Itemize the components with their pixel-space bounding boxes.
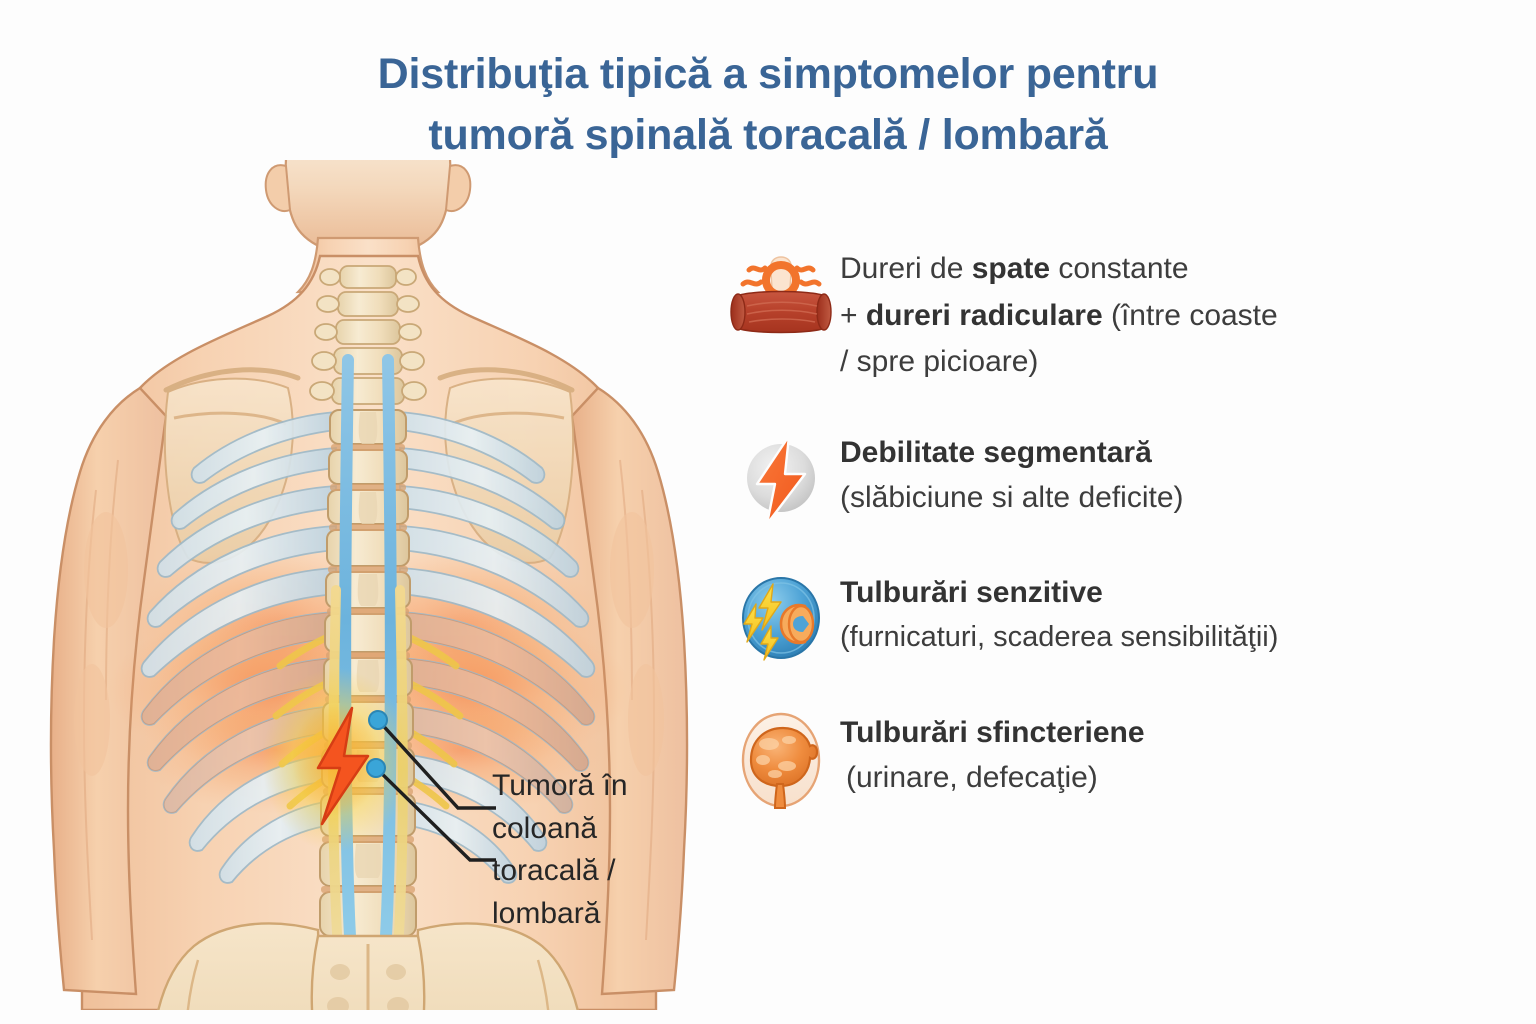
tumor-lightning-bolt bbox=[316, 706, 370, 826]
callout-line-3: toracală / bbox=[492, 854, 616, 888]
tumor-callout-label: Tumoră în coloană toracală / lombară bbox=[492, 765, 722, 935]
symptom-text-segmental-weakness: Debilitate segmentară (slăbiciune si alt… bbox=[840, 422, 1512, 521]
tumor-marker-dot-lower bbox=[366, 758, 386, 778]
bladder-icon bbox=[722, 702, 840, 812]
rib-cage bbox=[140, 411, 596, 884]
symptom-item-segmental-weakness: Debilitate segmentară (slăbiciune si alt… bbox=[722, 422, 1512, 532]
sensory-disturbance-icon bbox=[722, 562, 840, 672]
callout-line-4: lombară bbox=[492, 896, 601, 930]
callout-line-1: Tumoră în bbox=[492, 769, 628, 802]
tumor-marker-dot-upper bbox=[368, 710, 388, 730]
title-line-1: Distribuţia tipică a simptomelor pentru bbox=[377, 50, 1159, 98]
symptom-line: Debilitate segmentară bbox=[840, 435, 1152, 469]
symptom-item-sphincter-disturbance: Tulburări sfincteriene (urinare, defecaţ… bbox=[722, 702, 1512, 812]
symptom-line: / spre picioare) bbox=[840, 345, 1039, 378]
symptom-list: Dureri de spate constante + dureri radic… bbox=[722, 238, 1512, 812]
symptom-line: Tulburări senzitive bbox=[840, 575, 1103, 609]
symptom-item-back-pain: Dureri de spate constante + dureri radic… bbox=[722, 238, 1512, 386]
symptom-line: (furnicaturi, scaderea sensibilităţii) bbox=[840, 621, 1279, 654]
symptom-item-sensory-disturbance: Tulburări senzitive (furnicaturi, scader… bbox=[722, 562, 1512, 672]
callout-line-2: coloană bbox=[492, 811, 598, 845]
title-line-2: tumoră spinală toracală / lombară bbox=[428, 111, 1108, 160]
symptom-text-sensory-disturbance: Tulburări senzitive (furnicaturi, scader… bbox=[840, 562, 1512, 660]
symptom-text-sphincter-disturbance: Tulburări sfincteriene (urinare, defecaţ… bbox=[840, 702, 1512, 801]
pelvis bbox=[149, 922, 587, 1010]
tumor-site bbox=[262, 668, 410, 852]
symptom-text-back-pain: Dureri de spate constante + dureri radic… bbox=[840, 238, 1512, 386]
page-title: Distribuţia tipică a simptomelor pentru … bbox=[0, 44, 1536, 166]
anatomy-illustration bbox=[18, 160, 718, 1010]
symptom-line: Dureri de spate constante bbox=[840, 252, 1189, 285]
symptom-line: + dureri radiculare (între coaste bbox=[840, 298, 1278, 332]
symptom-line: Tulburări sfincteriene bbox=[840, 715, 1145, 749]
symptom-line: (slăbiciune si alte deficite) bbox=[840, 481, 1184, 515]
nerve-root-icon bbox=[722, 238, 840, 348]
symptom-line: (urinare, defecaţie) bbox=[846, 761, 1098, 795]
lightning-bolt-icon bbox=[722, 422, 840, 532]
tumor-callout-leaders bbox=[366, 710, 496, 862]
